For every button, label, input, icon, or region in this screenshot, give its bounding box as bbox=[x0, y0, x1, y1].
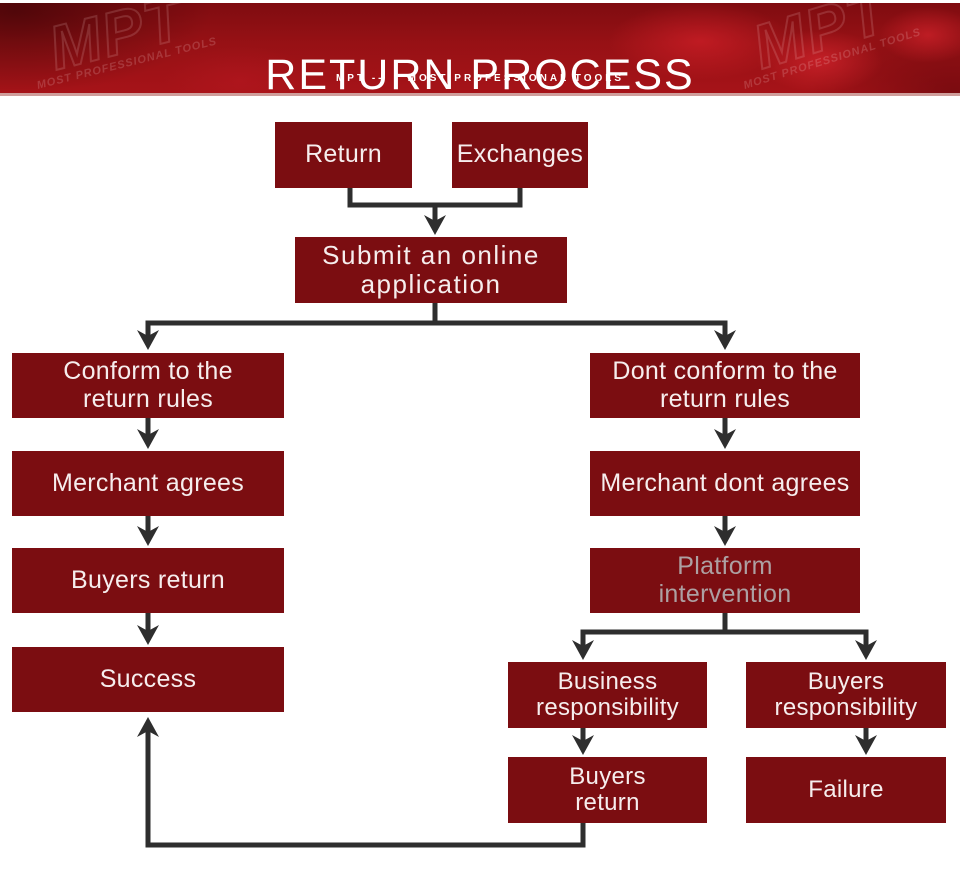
node-label: Conform to the return rules bbox=[63, 357, 233, 413]
flow-node-buyers-return-2: Buyers return bbox=[508, 757, 707, 823]
flow-node-merchant-dont-agrees: Merchant dont agrees bbox=[590, 451, 860, 516]
node-label: Buyers return bbox=[71, 565, 225, 594]
flow-node-buyers-return: Buyers return bbox=[12, 548, 284, 613]
flow-node-dont-conform-rules: Dont conform to the return rules bbox=[590, 353, 860, 418]
node-label: Dont conform to the return rules bbox=[612, 357, 838, 413]
flow-node-exchanges: Exchanges bbox=[452, 122, 588, 188]
node-label: Business responsibility bbox=[536, 667, 679, 721]
flow-node-conform-rules: Conform to the return rules bbox=[12, 353, 284, 418]
node-label: Platform intervention bbox=[658, 552, 792, 608]
flow-node-business-responsibility: Business responsibility bbox=[508, 662, 707, 728]
flow-node-submit-application: Submit an online application bbox=[295, 237, 567, 303]
page-title: RETURN PROCESS bbox=[265, 50, 695, 96]
node-label: Submit an online application bbox=[322, 240, 540, 299]
flow-node-merchant-agrees: Merchant agrees bbox=[12, 451, 284, 516]
flow-node-platform-intervention: Platform intervention bbox=[590, 548, 860, 613]
node-label: Failure bbox=[808, 775, 884, 803]
flow-node-buyers-responsibility: Buyers responsibility bbox=[746, 662, 946, 728]
node-label: Success bbox=[99, 664, 197, 693]
banner: MPT MOST PROFESSIONAL TOOLS MPT MOST PRO… bbox=[0, 3, 960, 96]
flow-node-return: Return bbox=[275, 122, 412, 188]
node-label: Buyers return bbox=[569, 762, 646, 816]
node-label: Merchant dont agrees bbox=[600, 468, 850, 497]
flow-node-failure: Failure bbox=[746, 757, 946, 823]
banner-subtitle: MPT -- MOST PROFESSIONAL TOOLS bbox=[335, 73, 625, 84]
flow-node-success: Success bbox=[12, 647, 284, 712]
node-label: Return bbox=[305, 140, 382, 169]
node-label: Exchanges bbox=[456, 140, 584, 169]
node-label: Buyers responsibility bbox=[774, 667, 918, 721]
node-label: Merchant agrees bbox=[51, 468, 245, 497]
